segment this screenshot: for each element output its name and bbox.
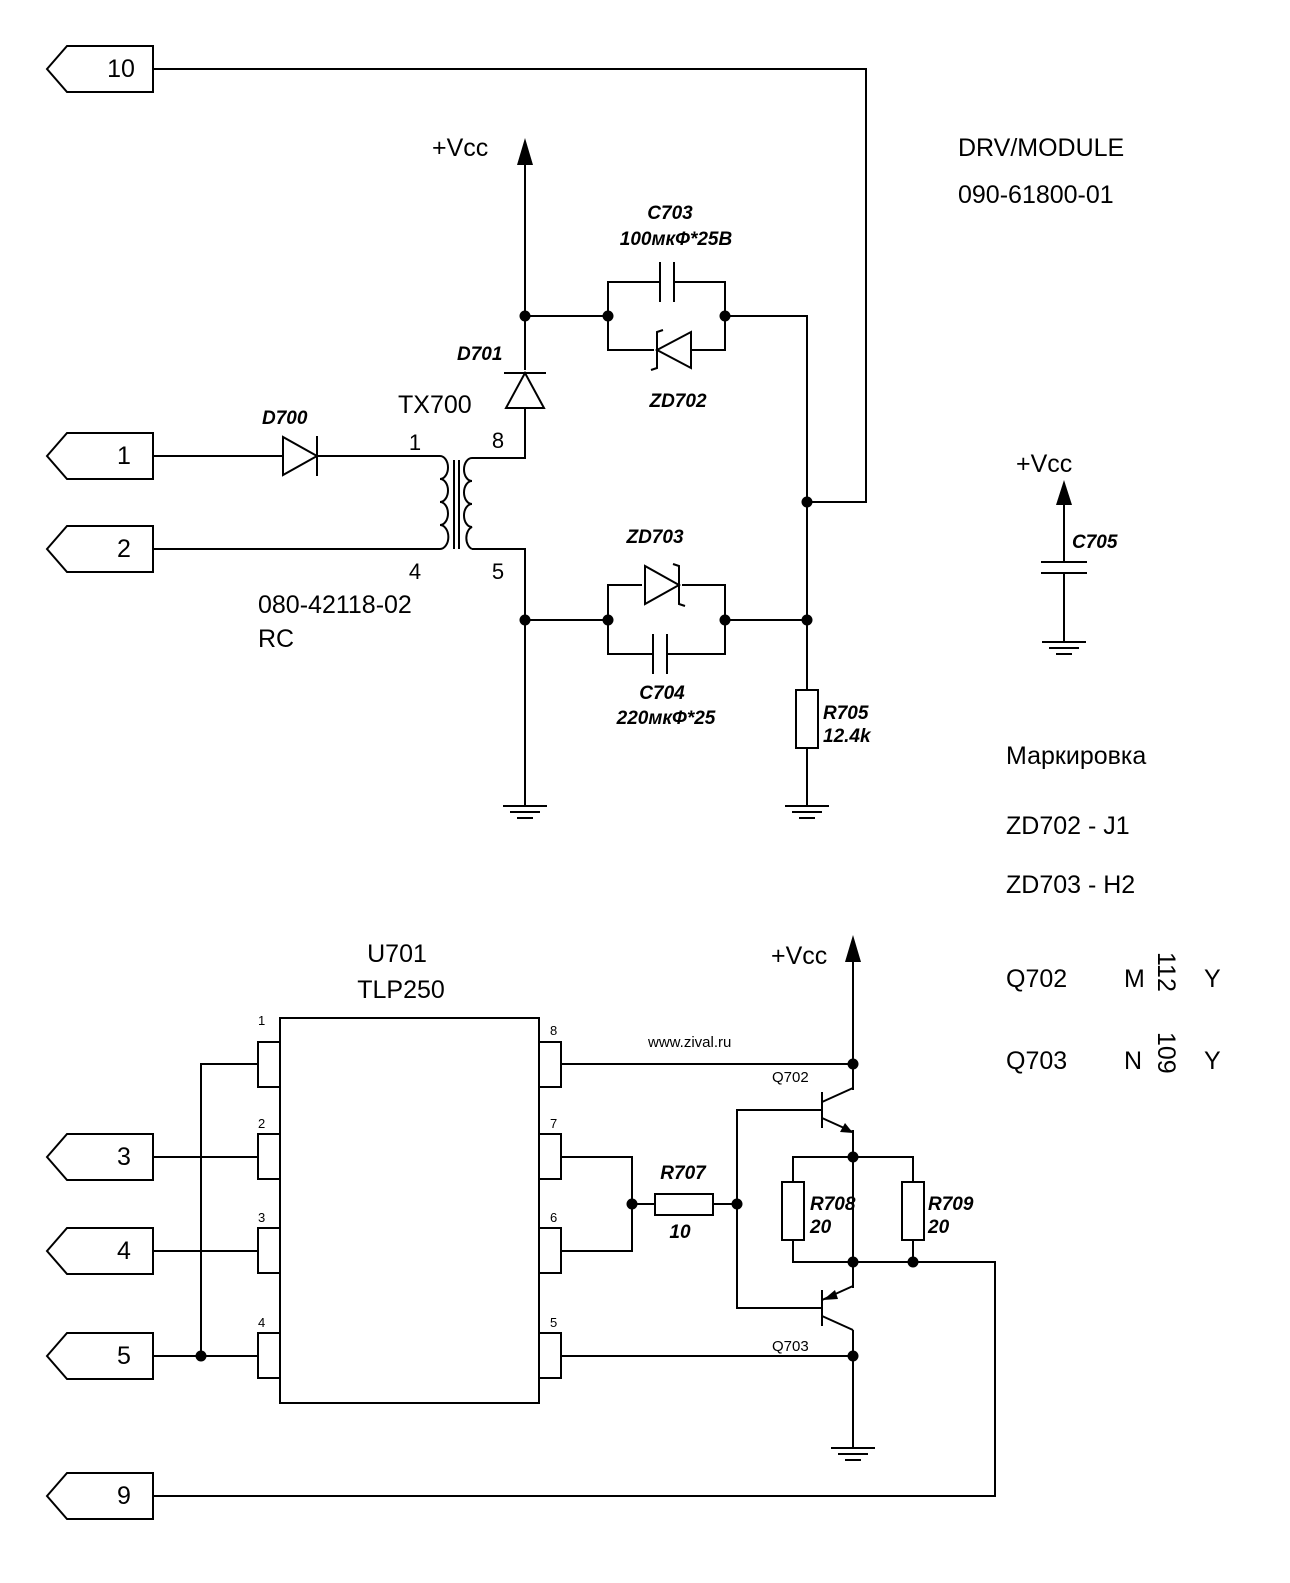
zd702-label: ZD702: [648, 391, 706, 412]
marking-q703-a: N: [1124, 1047, 1142, 1075]
transistor-q703: Q703: [772, 1285, 854, 1355]
vcc-label-top: +Vcc: [432, 134, 488, 162]
tx700-pin5: 5: [492, 559, 504, 584]
marking-q702-ref: Q702: [1006, 965, 1067, 993]
u701-ref: U701: [367, 940, 427, 968]
connector-10-label: 10: [107, 55, 135, 83]
marking-q703-ref: Q703: [1006, 1047, 1067, 1075]
connector-2-label: 2: [117, 535, 131, 563]
marking-title: Маркировка: [1006, 742, 1146, 770]
r705-value: 12.4k: [823, 726, 872, 747]
capacitor-c704: C704 220мкФ*25: [616, 634, 716, 729]
u701-pin-3: 3: [258, 1210, 265, 1225]
tx700-pin1: 1: [409, 430, 421, 455]
connector-1-label: 1: [117, 442, 131, 470]
module-info: DRV/MODULE 090-61800-01: [958, 134, 1124, 209]
marking-zd703: ZD703 - H2: [1006, 871, 1135, 899]
diode-d701: D701: [457, 344, 546, 409]
junction-dots-bottom: [195, 1058, 919, 1362]
c705-label: C705: [1072, 532, 1118, 553]
resistor-r708: R708 20: [781, 1181, 856, 1241]
zener-zd702: ZD702: [648, 329, 707, 412]
r709-ref: R709: [928, 1194, 974, 1215]
c703-ref: C703: [647, 203, 693, 224]
marking-q702-b: Y: [1204, 965, 1221, 993]
marking-q702-a: M: [1124, 965, 1145, 993]
resistor-r705: R705 12.4k: [795, 689, 872, 749]
tx700-pin4: 4: [409, 559, 421, 584]
r705-ref: R705: [823, 703, 869, 724]
marking-q703-code: 109: [1152, 1032, 1180, 1074]
vcc-arrow-top: +Vcc: [432, 134, 533, 165]
tx700-note: RC: [258, 625, 294, 653]
connector-3-label: 3: [117, 1143, 131, 1171]
c704-ref: C704: [639, 683, 685, 704]
wires-top: [153, 68, 867, 800]
connector-9-label: 9: [117, 1482, 131, 1510]
r708-value: 20: [809, 1217, 832, 1238]
marking-table: Маркировка ZD702 - J1 ZD703 - H2 Q702 M …: [1006, 742, 1221, 1075]
diode-d700: D700: [262, 408, 320, 477]
transistor-q702: Q702: [772, 1069, 854, 1133]
vcc-label-c705: +Vcc: [1016, 450, 1072, 478]
connector-4-label: 4: [117, 1237, 131, 1265]
capacitor-c703: C703 100мкФ*25В: [620, 203, 733, 302]
c704-value: 220мкФ*25: [616, 708, 716, 729]
u701-pin-5: 5: [550, 1315, 557, 1330]
junction-dots-top: [519, 310, 813, 626]
website-label: www.zival.ru: [647, 1034, 731, 1051]
capacitor-c705: +Vcc C705: [1016, 450, 1118, 655]
connector-3: 3: [45, 1133, 154, 1181]
d700-label: D700: [262, 408, 308, 429]
connector-1: 1: [45, 432, 154, 480]
transformer-tx700: TX700 1 8 4 5 080-42118-02 RC: [258, 391, 504, 653]
connector-5-label: 5: [117, 1342, 131, 1370]
resistor-r709: R709 20: [901, 1181, 974, 1241]
u701-part: TLP250: [357, 976, 445, 1004]
module-title: DRV/MODULE: [958, 134, 1124, 162]
ic-u701: U701 TLP250 1 2 3 4 5 6 7 8: [257, 940, 562, 1404]
u701-pin-7: 7: [550, 1116, 557, 1131]
r709-value: 20: [927, 1217, 950, 1238]
q703-label: Q703: [772, 1338, 809, 1355]
tx700-pin8: 8: [492, 428, 504, 453]
marking-q702-code: 112: [1152, 952, 1180, 992]
tx700-part-number: 080-42118-02: [258, 591, 412, 619]
connector-9: 9: [45, 1472, 154, 1520]
marking-zd702: ZD702 - J1: [1006, 812, 1130, 840]
zener-zd703: ZD703: [625, 527, 686, 607]
zd703-label: ZD703: [625, 527, 683, 548]
r707-ref: R707: [660, 1163, 707, 1184]
connector-4: 4: [45, 1227, 154, 1275]
module-part-number: 090-61800-01: [958, 181, 1114, 209]
resistor-r707: R707 10: [654, 1163, 714, 1243]
ground-symbol-1: [503, 800, 547, 819]
d701-label: D701: [457, 344, 502, 365]
r708-ref: R708: [810, 1194, 856, 1215]
connector-10: 10: [45, 45, 154, 93]
marking-q703-b: Y: [1204, 1047, 1221, 1075]
u701-pin-2: 2: [258, 1116, 265, 1131]
ground-symbol-3: [831, 1447, 875, 1461]
r707-value: 10: [669, 1222, 691, 1243]
tx700-label: TX700: [398, 391, 472, 419]
c703-value: 100мкФ*25В: [620, 229, 733, 250]
vcc-arrow-bottom: +Vcc: [771, 935, 861, 970]
ground-symbol-2: [785, 800, 829, 819]
u701-pin-4: 4: [258, 1315, 265, 1330]
connector-2: 2: [45, 525, 154, 573]
u701-pin-1: 1: [258, 1013, 265, 1028]
vcc-label-bottom: +Vcc: [771, 942, 827, 970]
q702-label: Q702: [772, 1069, 809, 1086]
u701-pin-6: 6: [550, 1210, 557, 1225]
connector-5: 5: [45, 1332, 154, 1380]
u701-pin-8: 8: [550, 1023, 557, 1038]
